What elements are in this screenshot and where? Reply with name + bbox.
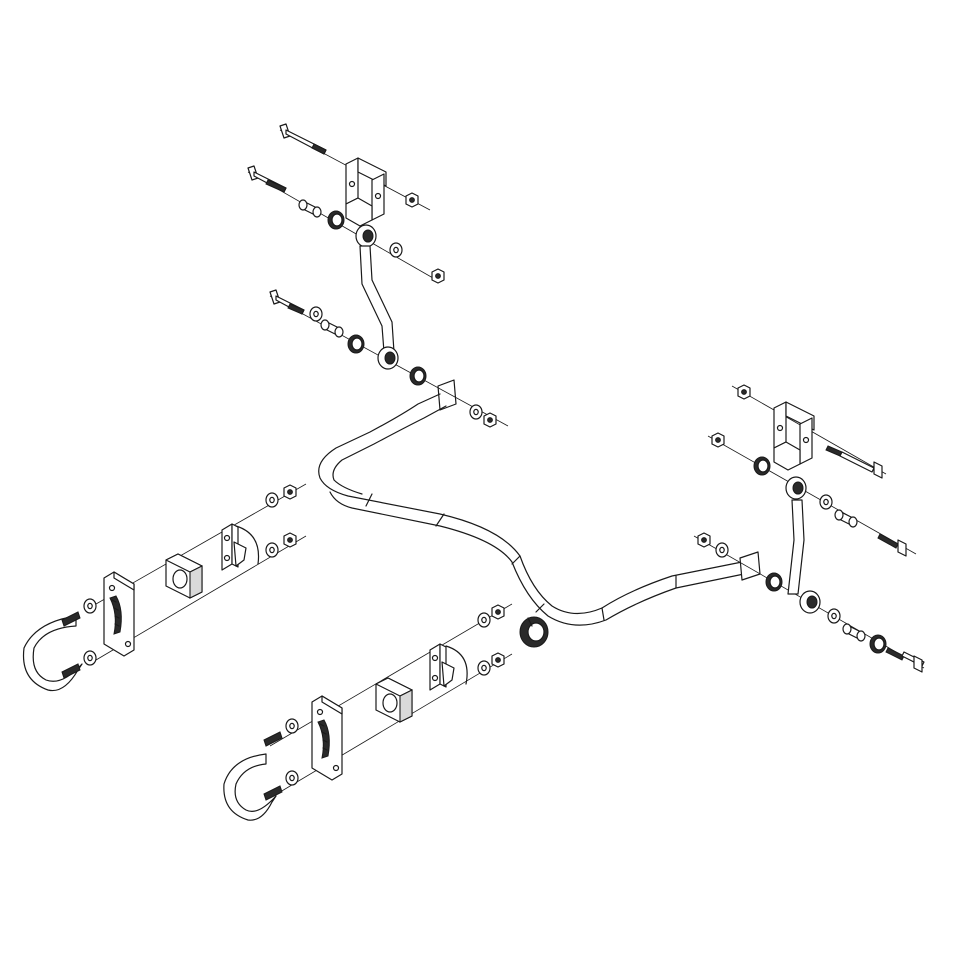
bolt <box>885 647 925 673</box>
bar-segment-marks <box>365 493 677 621</box>
grommet <box>409 366 427 386</box>
nut <box>431 268 445 284</box>
u-bolt <box>223 753 277 821</box>
toothed-clamp-plate <box>311 695 343 781</box>
nut <box>283 532 297 548</box>
upper-mount-bracket <box>773 401 815 471</box>
spacer <box>842 623 866 642</box>
nut <box>491 604 505 620</box>
bushing-bracket <box>221 523 247 571</box>
bracket-curve <box>445 645 468 685</box>
bolt <box>269 289 305 315</box>
nut <box>283 484 297 500</box>
right-end-link-assembly <box>693 384 925 673</box>
end-link-rod <box>787 499 805 595</box>
bolt <box>247 165 287 193</box>
sway-bar-bushing <box>375 677 413 723</box>
washer <box>715 542 729 558</box>
bar-left-flat-end <box>437 379 457 411</box>
washer <box>285 770 299 786</box>
spacer <box>320 319 344 338</box>
washer <box>265 542 279 558</box>
toothed-clamp-plate <box>103 571 135 657</box>
washer <box>389 242 403 258</box>
washer <box>469 404 483 420</box>
bar-right-flat-end <box>739 551 761 581</box>
washer <box>477 660 491 676</box>
grommet <box>765 572 783 592</box>
washer <box>827 608 841 624</box>
bushing-bracket <box>429 643 455 691</box>
washer <box>83 650 97 666</box>
bolt <box>825 445 883 479</box>
washer <box>285 718 299 734</box>
nut <box>697 532 711 548</box>
bolt <box>279 123 327 155</box>
nut <box>405 192 419 208</box>
washer <box>477 612 491 628</box>
split-bushing <box>519 616 549 648</box>
sway-bar <box>318 379 761 626</box>
right-frame-clamp-assembly <box>223 603 549 821</box>
grommet <box>753 456 771 476</box>
left-frame-clamp-assembly <box>22 483 307 692</box>
bolt <box>877 533 907 557</box>
nut <box>737 384 751 400</box>
bar-lower-edge <box>329 491 745 626</box>
washer <box>265 492 279 508</box>
washer <box>83 598 97 614</box>
grommet <box>869 634 887 654</box>
upper-mount-bracket <box>345 157 387 227</box>
bar-upper-edge <box>318 393 743 615</box>
grommet <box>327 210 345 230</box>
bar-inner-edge-a <box>332 405 447 495</box>
end-link-rod <box>359 245 395 353</box>
bracket-curve <box>235 525 260 565</box>
nut <box>491 652 505 668</box>
nut <box>483 412 497 428</box>
spacer <box>834 509 858 528</box>
washer <box>819 494 833 510</box>
u-bolt <box>22 615 83 692</box>
sway-bar-bushing <box>165 553 203 599</box>
nut <box>711 432 725 448</box>
washer <box>309 306 323 322</box>
left-end-link-assembly <box>247 123 509 428</box>
grommet <box>347 334 365 354</box>
spacer <box>298 199 322 218</box>
